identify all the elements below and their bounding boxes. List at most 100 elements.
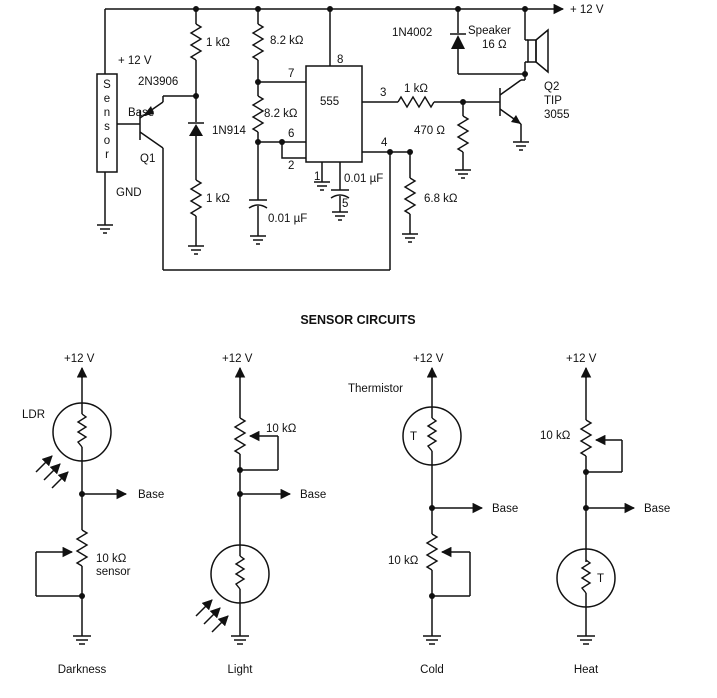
supply-label: +12 V (64, 353, 95, 365)
pin2-wire (281, 142, 306, 159)
speaker-cone (535, 28, 549, 74)
ground-symbol (402, 233, 418, 243)
light-ray (211, 615, 229, 633)
q2-collector (499, 79, 522, 96)
ldr-label: LDR (22, 409, 45, 421)
light-ray (43, 463, 61, 481)
junction (387, 149, 393, 155)
pot-label2: sensor (96, 566, 131, 578)
pin-3: 3 (380, 87, 386, 99)
resistor-6k8 (403, 177, 417, 215)
r-bottom-left-label: 1 kΩ (206, 193, 230, 205)
pin-6: 6 (288, 128, 294, 140)
resistor-1k-base (397, 95, 435, 109)
cap-plate-curved (330, 194, 350, 199)
base-label: Base (492, 503, 518, 515)
sensor-supply-label: + 12 V (118, 55, 152, 67)
resistor-1k-top (189, 23, 203, 61)
sensor-box-letter: n (104, 107, 110, 119)
cap-timing-label: 0.01 µF (268, 213, 307, 225)
q1-emitter-arrow (143, 106, 154, 116)
ground-symbol (97, 224, 113, 234)
ground-symbol (332, 211, 348, 221)
r-top-left-label: 1 kΩ (206, 37, 230, 49)
sensor-darkness: +12 V LDR Base 10 kΩ sensor Darkness (22, 353, 164, 676)
cap-plate-curved (248, 204, 268, 209)
ground-symbol (250, 235, 266, 245)
q2-label: Q2 (544, 81, 559, 93)
light-ray (195, 599, 213, 617)
light-ray (51, 471, 69, 489)
pot-label: 10 kΩ (96, 553, 127, 565)
light-ray (35, 455, 53, 473)
speaker-label: Speaker (468, 25, 511, 37)
r-timing2-label: 8.2 kΩ (264, 108, 298, 120)
thermistor-label: Thermistor (348, 383, 403, 395)
sensor-box-letter: s (104, 121, 110, 133)
pot-zigzag (233, 417, 247, 455)
sensor-box-letter: S (103, 79, 111, 91)
caption: Heat (574, 664, 599, 676)
supply-label: +12 V (222, 353, 253, 365)
q2-part1: TIP (544, 95, 562, 107)
sensor-box-letter: r (105, 149, 109, 161)
light-ray (203, 607, 221, 625)
pot-zigzag (425, 533, 439, 571)
pot-label: 10 kΩ (266, 423, 297, 435)
thermistor-mark: T (597, 573, 604, 585)
sensor-box-letter: o (104, 135, 110, 147)
section-title: SENSOR CIRCUITS (300, 313, 415, 327)
q1-part-label: 2N3906 (138, 76, 178, 88)
thermistor-zigzag (426, 417, 438, 452)
ground-symbol (577, 635, 595, 645)
q1-label: Q1 (140, 153, 155, 165)
pot-zigzag (75, 529, 89, 567)
base-label: Base (644, 503, 670, 515)
ic-label: 555 (320, 96, 339, 108)
resistor-8k2-top (251, 23, 265, 61)
pot-label: 10 kΩ (540, 430, 571, 442)
resistor-470 (456, 115, 470, 153)
supply-label: +12 V (566, 353, 597, 365)
diode-1n4002 (451, 35, 465, 49)
diode2-label: 1N4002 (392, 27, 432, 39)
ground-symbol (455, 169, 471, 179)
gnd-label: GND (116, 187, 142, 199)
pin-1: 1 (314, 171, 320, 183)
sensor-light: +12 V 10 kΩ Base Light (195, 353, 326, 676)
thermistor-mark: T (410, 431, 417, 443)
ground-symbol (513, 141, 529, 151)
q1-collector (139, 131, 164, 149)
ic-555 (305, 65, 363, 163)
ground-symbol (314, 181, 330, 191)
caption: Cold (420, 664, 444, 676)
thermistor-zigzag (580, 559, 592, 594)
pot-label: 10 kΩ (388, 555, 419, 567)
caption: Light (228, 664, 254, 676)
supply-top-label: + 12 V (570, 4, 604, 16)
junction (79, 593, 85, 599)
q2-emitter-arrow (511, 115, 521, 124)
pin-7: 7 (288, 68, 294, 80)
r-pulldown-label: 470 Ω (414, 125, 445, 137)
pin-4: 4 (381, 137, 388, 149)
pin-5: 5 (342, 198, 348, 210)
pot-zigzag (579, 419, 593, 457)
ldr-zigzag (234, 555, 246, 590)
resistor-8k2-bottom (251, 95, 265, 133)
junction (522, 71, 528, 77)
cap-ctrl-label: 0.01 µF (344, 173, 383, 185)
caption: Darkness (58, 664, 107, 676)
speaker-value: 16 Ω (482, 39, 507, 51)
diode-1n914 (189, 124, 203, 136)
sensor-heat: +12 V 10 kΩ Base T Heat (540, 353, 670, 676)
pin-8: 8 (337, 54, 343, 66)
ldr-zigzag (76, 413, 88, 448)
ground-symbol (73, 635, 91, 645)
sensor-cold: +12 V Thermistor T Base 10 kΩ Cold (348, 353, 518, 676)
